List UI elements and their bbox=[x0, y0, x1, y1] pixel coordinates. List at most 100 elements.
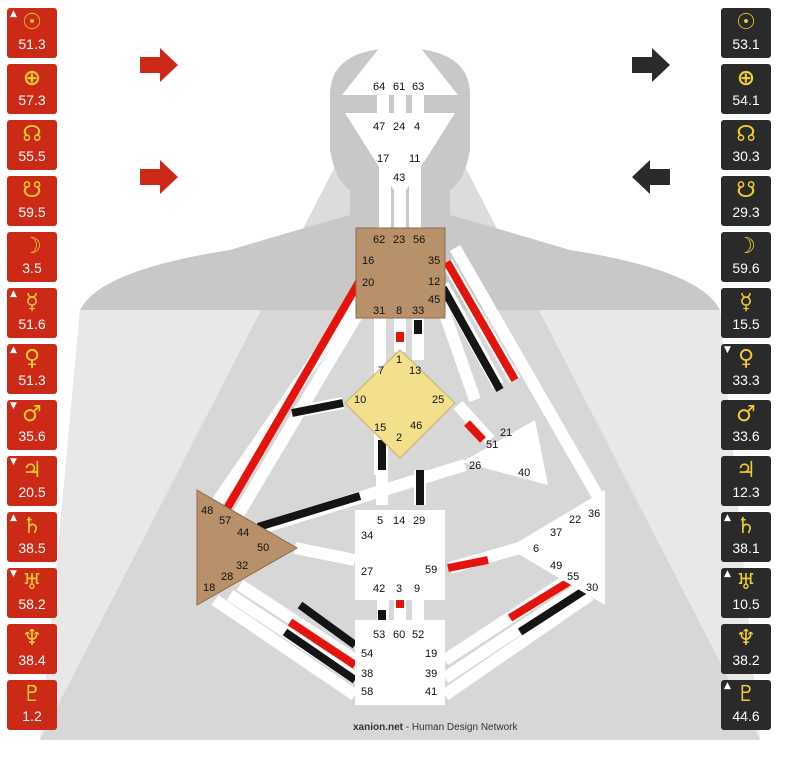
gate-54: 54 bbox=[361, 648, 373, 660]
gate-60: 60 bbox=[393, 629, 405, 641]
planet-gate-value: 59.6 bbox=[732, 260, 760, 276]
planet-gate-value: 30.3 bbox=[732, 148, 760, 164]
planet-card[interactable]: ▲♄38.1 bbox=[721, 512, 771, 562]
planet-glyph-icon: ♃ bbox=[736, 458, 756, 483]
planet-card[interactable]: ⊕57.3 bbox=[7, 64, 57, 114]
gate-62: 62 bbox=[373, 234, 385, 246]
planet-gate-value: 15.5 bbox=[732, 316, 760, 332]
planet-glyph-icon: ♀ bbox=[23, 346, 41, 371]
planet-glyph-icon: ♃ bbox=[22, 458, 42, 483]
planet-card[interactable]: ♆38.4 bbox=[7, 624, 57, 674]
planet-card[interactable]: ⊕54.1 bbox=[721, 64, 771, 114]
arrows bbox=[140, 48, 670, 194]
gate-9: 9 bbox=[414, 583, 420, 595]
planet-card[interactable]: ▼♂35.6 bbox=[7, 400, 57, 450]
gate-31: 31 bbox=[373, 305, 385, 317]
planet-glyph-icon: ☋ bbox=[736, 178, 756, 203]
footer-separator: - bbox=[403, 722, 412, 733]
gate-4: 4 bbox=[414, 121, 420, 133]
planet-gate-value: 51.3 bbox=[18, 372, 46, 388]
planet-glyph-icon: ♄ bbox=[22, 514, 42, 539]
planet-card[interactable]: ▼♀33.3 bbox=[721, 344, 771, 394]
activation-marker: ▲ bbox=[10, 289, 17, 299]
planet-card[interactable]: ♂33.6 bbox=[721, 400, 771, 450]
activation-38 bbox=[282, 628, 358, 684]
gate-63: 63 bbox=[412, 81, 424, 93]
gate-55: 55 bbox=[567, 571, 579, 583]
planet-card[interactable]: ▲ ☉51.3 bbox=[7, 8, 57, 58]
gate-labels: 64 61 63 47 24 4 17 11 43 62 23 56 16 35… bbox=[201, 81, 600, 698]
footer-text: Human Design Network bbox=[412, 722, 519, 733]
activation-10 bbox=[291, 399, 344, 417]
gate-21: 21 bbox=[500, 427, 512, 439]
planet-gate-value: 55.5 bbox=[18, 148, 46, 164]
planet-card[interactable]: ▲☿51.6 bbox=[7, 288, 57, 338]
activation-marker: ▲ bbox=[724, 569, 731, 579]
planet-gate-value: 33.6 bbox=[732, 428, 760, 444]
planet-card[interactable]: ☽59.6 bbox=[721, 232, 771, 282]
planet-card[interactable]: ▲♅10.5 bbox=[721, 568, 771, 618]
gate-39: 39 bbox=[425, 668, 437, 680]
gate-56: 56 bbox=[413, 234, 425, 246]
planet-card[interactable]: ♃12.3 bbox=[721, 456, 771, 506]
gate-17: 17 bbox=[377, 153, 389, 165]
gate-64: 64 bbox=[373, 81, 385, 93]
planet-card[interactable]: ☋29.3 bbox=[721, 176, 771, 226]
planet-gate-value: 12.3 bbox=[732, 484, 760, 500]
activation-marker: ▼ bbox=[724, 345, 731, 355]
gate-49: 49 bbox=[550, 560, 562, 572]
planet-glyph-icon: ☽ bbox=[22, 234, 42, 259]
planet-gate-value: 51.3 bbox=[18, 36, 46, 52]
planet-card[interactable]: ▼♅58.2 bbox=[7, 568, 57, 618]
gate-13: 13 bbox=[409, 365, 421, 377]
gate-30: 30 bbox=[586, 582, 598, 594]
planet-card[interactable]: ☉53.1 bbox=[721, 8, 771, 58]
channel-45-21 bbox=[434, 298, 481, 402]
gate-1: 1 bbox=[396, 354, 402, 366]
planet-card[interactable]: ☽3.5 bbox=[7, 232, 57, 282]
planet-card[interactable]: ☋59.5 bbox=[7, 176, 57, 226]
gate-18: 18 bbox=[203, 582, 215, 594]
planet-gate-value: 58.2 bbox=[18, 596, 46, 612]
gate-47: 47 bbox=[373, 121, 385, 133]
gate-42: 42 bbox=[373, 583, 385, 595]
gate-51: 51 bbox=[486, 439, 498, 451]
gate-12: 12 bbox=[428, 276, 440, 288]
sacral-center bbox=[355, 510, 445, 600]
planet-glyph-icon: ♄ bbox=[736, 514, 756, 539]
planet-card[interactable]: ▲♇44.6 bbox=[721, 680, 771, 730]
activation-16-48 bbox=[221, 272, 367, 515]
planet-gate-value: 57.3 bbox=[18, 92, 46, 108]
gate-28: 28 bbox=[221, 571, 233, 583]
activation-marker: ▼ bbox=[10, 457, 17, 467]
activation-marker: ▲ bbox=[10, 9, 17, 19]
activation-marker: ▼ bbox=[10, 401, 17, 411]
planet-card[interactable]: ♇1.2 bbox=[7, 680, 57, 730]
arrow-design-bottom bbox=[140, 160, 178, 194]
channel-50-27 bbox=[293, 542, 357, 566]
planet-gate-value: 10.5 bbox=[732, 596, 760, 612]
planet-glyph-icon: ☉ bbox=[22, 10, 42, 35]
planet-card[interactable]: ☊30.3 bbox=[721, 120, 771, 170]
planet-card[interactable]: ▲♄38.5 bbox=[7, 512, 57, 562]
planet-card[interactable]: ▼♃20.5 bbox=[7, 456, 57, 506]
planet-gate-value: 59.5 bbox=[18, 204, 46, 220]
personality-planets-column: ☉53.1 ⊕54.1 ☊30.3 ☋29.3 ☽59.6 ☿15.5 ▼♀33.3 ♂33.… bbox=[721, 8, 771, 736]
planet-glyph-icon: ☿ bbox=[25, 290, 39, 315]
planet-card[interactable]: ▲♀51.3 bbox=[7, 344, 57, 394]
footer-site: xanion.net bbox=[353, 722, 404, 733]
gate-57: 57 bbox=[219, 515, 231, 527]
gate-34: 34 bbox=[361, 530, 373, 542]
planet-card[interactable]: ☿15.5 bbox=[721, 288, 771, 338]
activation-55 bbox=[507, 574, 578, 622]
planet-glyph-icon: ♇ bbox=[736, 682, 756, 707]
gate-26: 26 bbox=[469, 460, 481, 472]
planet-card[interactable]: ♆38.2 bbox=[721, 624, 771, 674]
planet-card[interactable]: ☊55.5 bbox=[7, 120, 57, 170]
gate-24: 24 bbox=[393, 121, 405, 133]
planet-gate-value: 53.1 bbox=[732, 36, 760, 52]
activation-marker: ▲ bbox=[724, 681, 731, 691]
activation-36-space bbox=[571, 457, 599, 493]
activation-marker: ▼ bbox=[10, 569, 17, 579]
